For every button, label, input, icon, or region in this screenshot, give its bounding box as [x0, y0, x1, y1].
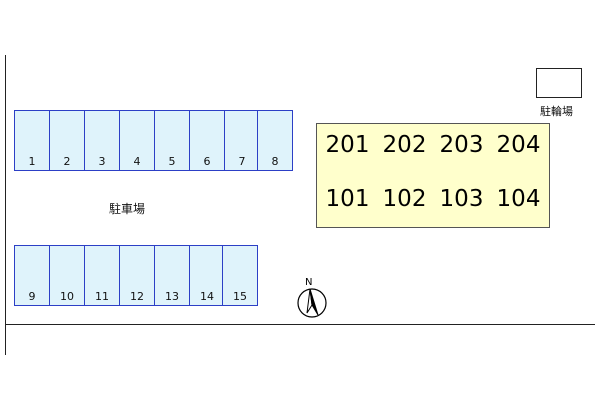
road-boundary-line: [5, 324, 595, 325]
room-number: 104: [496, 186, 541, 212]
left-boundary-line: [5, 55, 6, 355]
slot-number: 7: [238, 155, 246, 168]
room-number: 102: [382, 186, 427, 212]
parking-slot: 2: [49, 110, 85, 171]
north-arrow-icon: N: [296, 275, 332, 325]
parking-slot: 13: [154, 245, 190, 306]
apartment-building: 201 202 203 204 101 102 103 104: [316, 123, 550, 228]
parking-slot: 8: [257, 110, 293, 171]
slot-number: 6: [203, 155, 211, 168]
parking-slot: 12: [119, 245, 155, 306]
slot-number: 3: [98, 155, 106, 168]
parking-slot: 4: [119, 110, 155, 171]
slot-number: 11: [95, 290, 109, 303]
room-number: 201: [325, 132, 370, 158]
compass-needle-dark: [309, 288, 319, 316]
compass-graphic: N: [297, 277, 327, 318]
slot-number: 4: [133, 155, 141, 168]
slot-number: 8: [271, 155, 279, 168]
parking-slot: 5: [154, 110, 190, 171]
room-number: 101: [325, 186, 370, 212]
parking-slot: 6: [189, 110, 225, 171]
slot-number: 13: [165, 290, 179, 303]
parking-slot: 3: [84, 110, 120, 171]
room-number: 202: [382, 132, 427, 158]
slot-number: 9: [28, 290, 36, 303]
bicycle-parking-area: [536, 68, 582, 98]
parking-slot: 11: [84, 245, 120, 306]
slot-number: 5: [168, 155, 176, 168]
parking-slot: 7: [224, 110, 260, 171]
parking-slot: 10: [49, 245, 85, 306]
parking-slot: 1: [14, 110, 50, 171]
slot-number: 12: [130, 290, 144, 303]
slot-number: 10: [60, 290, 74, 303]
slot-number: 1: [28, 155, 36, 168]
upper-floor-rooms: 201 202 203 204: [317, 132, 549, 158]
slot-number: 14: [200, 290, 214, 303]
parking-slot: 9: [14, 245, 50, 306]
lower-floor-rooms: 101 102 103 104: [317, 186, 549, 212]
parking-slot: 14: [189, 245, 225, 306]
parking-area-label: 駐車場: [109, 202, 146, 216]
room-number: 103: [439, 186, 484, 212]
slot-number: 2: [63, 155, 71, 168]
room-number: 204: [496, 132, 541, 158]
bicycle-parking-label: 駐輪場: [540, 105, 573, 118]
north-label: N: [305, 277, 312, 288]
parking-slot: 15: [222, 245, 258, 306]
room-number: 203: [439, 132, 484, 158]
slot-number: 15: [233, 290, 247, 303]
